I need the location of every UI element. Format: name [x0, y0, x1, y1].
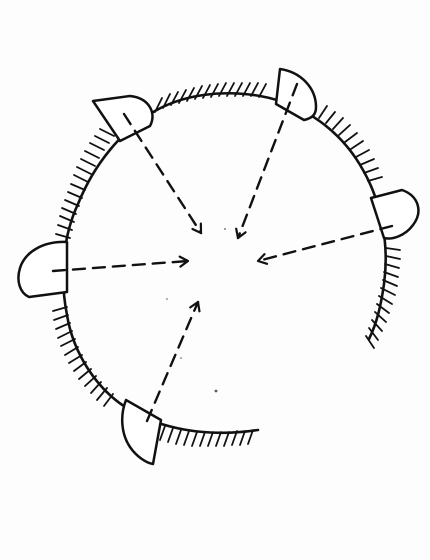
arrow-left — [53, 261, 188, 271]
arrow-right — [258, 226, 392, 261]
flap-icon — [371, 190, 418, 238]
hatch-lower-left — [53, 307, 113, 406]
arrow-top-right — [238, 84, 297, 238]
arrow-top-left — [124, 114, 201, 233]
arrows — [53, 84, 392, 421]
hatch-bottom — [160, 426, 253, 446]
hatch-top — [155, 83, 266, 112]
arrow-bottom-left — [147, 302, 198, 421]
flap-icon — [276, 69, 316, 120]
main-circle-arc — [63, 93, 385, 433]
flap-icon — [93, 96, 153, 141]
hatch-left — [56, 129, 114, 238]
flap-icon — [122, 400, 161, 464]
scan-specks — [166, 228, 226, 392]
hatch-right-upper — [319, 106, 382, 181]
